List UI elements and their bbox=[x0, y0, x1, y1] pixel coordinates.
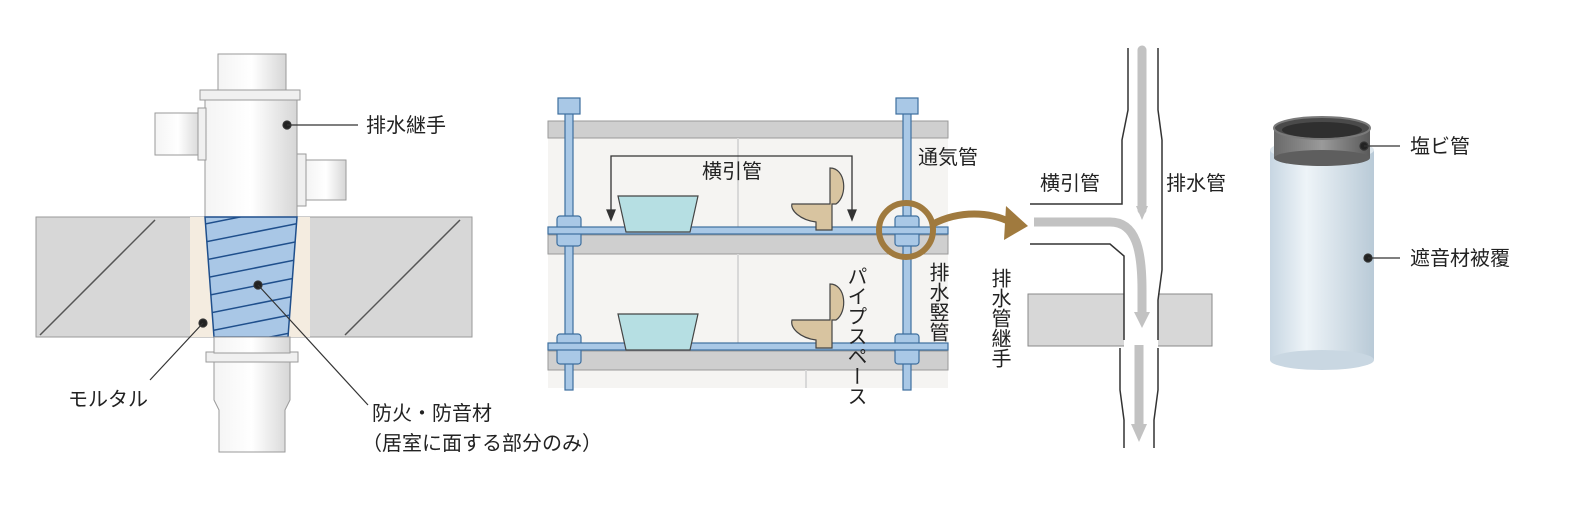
insulation-cover bbox=[1270, 140, 1374, 370]
pvc-pipe-top bbox=[1273, 116, 1371, 166]
upper-pipe bbox=[199, 53, 301, 101]
middle-panel: 横引管 通気管 パイプスペース 排水竪管 bbox=[547, 97, 1028, 406]
toilet-lower bbox=[791, 283, 845, 349]
flow-arrows bbox=[1034, 45, 1150, 442]
left-leader-lines bbox=[149, 120, 369, 406]
label-fireproof-note: （居室に面する部分のみ） bbox=[362, 431, 602, 455]
label-fireproof-material: 防火・防音材 bbox=[372, 401, 492, 425]
label-horizontal-pipe-middle: 横引管 bbox=[702, 159, 762, 183]
horizontal-pipe-indicator bbox=[606, 155, 857, 222]
label-horizontal-pipe-right: 横引管 bbox=[1040, 171, 1100, 195]
insulated-pipe-panel: 塩ビ管 遮音材被覆 bbox=[1270, 116, 1510, 370]
sink-upper bbox=[617, 195, 699, 233]
toilet-upper bbox=[791, 167, 845, 231]
drain-pipe-outline bbox=[1030, 48, 1163, 448]
label-drain-joint: 排水継手 bbox=[366, 113, 446, 137]
right-panel: 横引管 排水管 排水管継手 bbox=[988, 45, 1226, 448]
fireproof-sleeve bbox=[204, 216, 298, 338]
label-pipe-space: パイプスペース bbox=[844, 266, 868, 406]
label-vent-pipe: 通気管 bbox=[918, 145, 978, 169]
label-drain-pipe-joint: 排水管継手 bbox=[988, 268, 1012, 368]
vent-pipes bbox=[547, 97, 949, 391]
label-drain-pipe: 排水管 bbox=[1166, 171, 1226, 195]
label-insulation-cover: 遮音材被覆 bbox=[1410, 246, 1510, 270]
label-drain-stack: 排水竪管 bbox=[926, 262, 950, 342]
lower-pipe bbox=[205, 336, 299, 453]
far-right-leaders bbox=[1359, 141, 1400, 263]
drain-joint bbox=[154, 99, 347, 221]
label-mortar: モルタル bbox=[68, 387, 148, 411]
left-panel: 排水継手 モルタル 防火・防音材 （居室に面する部分のみ） bbox=[35, 53, 602, 455]
zoom-callout bbox=[876, 200, 1028, 260]
floor-slabs bbox=[547, 120, 949, 371]
label-pvc-pipe: 塩ビ管 bbox=[1410, 134, 1470, 158]
sink-lower bbox=[617, 313, 699, 351]
